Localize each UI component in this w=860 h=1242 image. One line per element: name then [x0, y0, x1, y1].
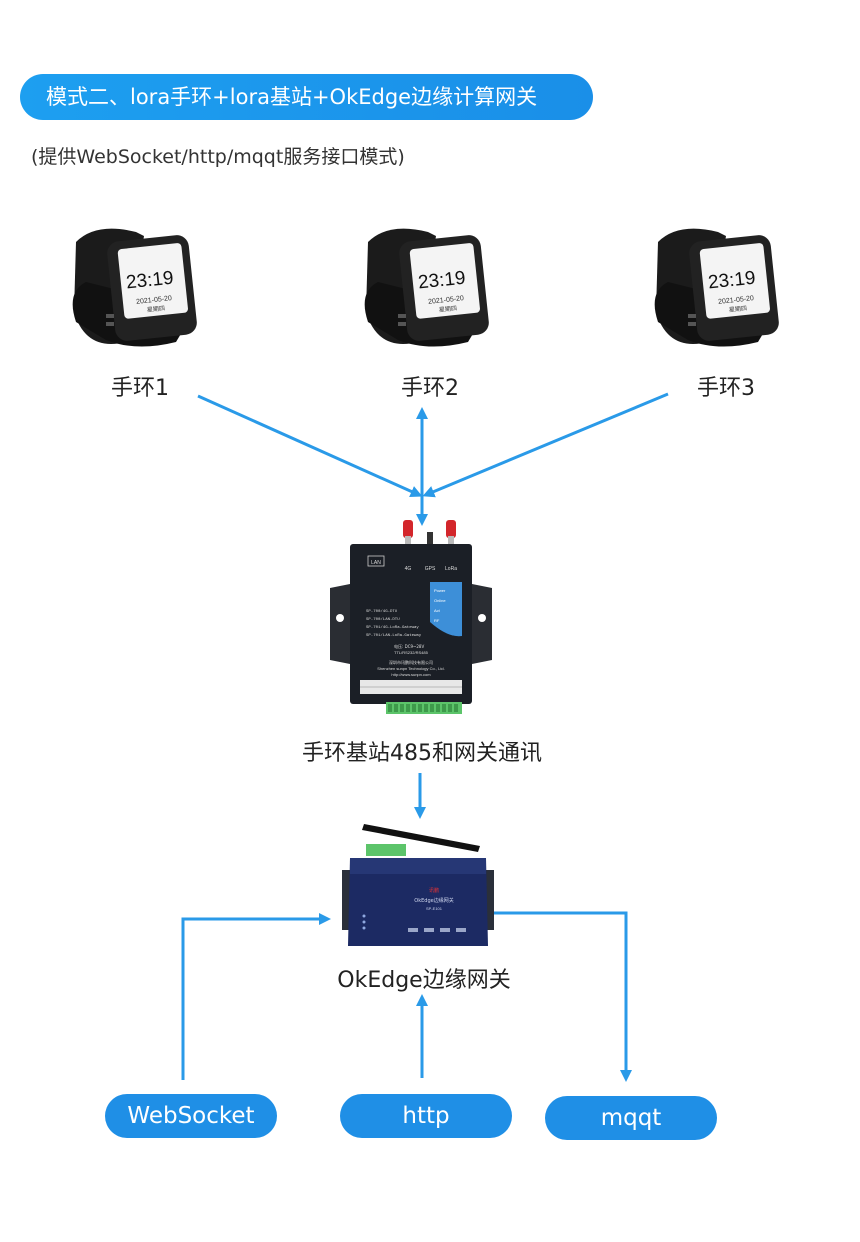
- wristband-3-image: 23:19 2021-05-20 星期四: [654, 228, 779, 347]
- svg-text:OkEdge边缘网关: OkEdge边缘网关: [414, 897, 453, 904]
- wristband-3-label: 手环3: [697, 376, 755, 401]
- arrow-wristband1-to-base: [197, 394, 423, 498]
- svg-text:Act: Act: [434, 608, 441, 613]
- watch-weekday: 星期四: [439, 304, 458, 314]
- base-station-image: LAN 4G GPS LoRa Power Online Act RF SP-7…: [330, 520, 492, 714]
- watch-date: 2021-05-20: [718, 295, 754, 306]
- watch-time: 23:19: [707, 268, 756, 294]
- svg-text:SP-700/LAN-DTU: SP-700/LAN-DTU: [366, 617, 400, 622]
- svg-text:SP-701/LAN-LoRa-Gateway: SP-701/LAN-LoRa-Gateway: [366, 633, 422, 638]
- watch-date: 2021-05-20: [136, 295, 172, 306]
- mode-banner: 模式二、lora手环+lora基站+OkEdge边缘计算网关: [20, 74, 593, 120]
- arrow-wristband3-to-base: [422, 392, 669, 498]
- svg-text:电压: DC9~28V: 电压: DC9~28V: [394, 643, 424, 649]
- base-station-label: 手环基站485和网关通讯: [302, 741, 542, 766]
- svg-text:Online: Online: [434, 598, 446, 603]
- websocket-pill: WebSocket: [105, 1094, 277, 1138]
- gateway-image: 讯鹏 OkEdge边缘网关 SP-E101: [342, 824, 494, 946]
- svg-text:Power: Power: [434, 588, 446, 593]
- wristband-1-label: 手环1: [111, 376, 169, 401]
- subtitle: (提供WebSocket/http/mqqt服务接口模式): [31, 146, 405, 168]
- arrow-gateway-to-mqqt: [488, 911, 632, 1082]
- watch-time: 23:19: [417, 268, 466, 294]
- wristband-1-image: 23:19 2021-05-20 星期四: [72, 228, 197, 347]
- http-pill: http: [340, 1094, 512, 1138]
- svg-text:讯鹏: 讯鹏: [429, 887, 439, 894]
- svg-text:SP-701/4G-LoRa-Gateway: SP-701/4G-LoRa-Gateway: [366, 625, 419, 630]
- svg-text:TTL/RS232/RS485: TTL/RS232/RS485: [394, 650, 429, 655]
- svg-text:SP-E101: SP-E101: [426, 906, 443, 911]
- svg-text:RF: RF: [434, 618, 440, 623]
- svg-text:Shenzhen sunpn Technology Co.,: Shenzhen sunpn Technology Co., Ltd.: [377, 666, 445, 671]
- watch-weekday: 星期四: [729, 304, 748, 314]
- svg-text:LAN: LAN: [371, 560, 381, 566]
- wristband-2-image: 23:19 2021-05-20 星期四: [364, 228, 489, 347]
- svg-text:LoRa: LoRa: [445, 566, 457, 572]
- gateway-label: OkEdge边缘网关: [337, 968, 511, 993]
- svg-text:深圳市讯鹏科技有限公司: 深圳市讯鹏科技有限公司: [389, 659, 433, 665]
- arrow-websocket-to-gateway: [181, 913, 331, 1080]
- watch-weekday: 星期四: [147, 304, 166, 314]
- watch-date: 2021-05-20: [428, 295, 464, 306]
- wristband-2-label: 手环2: [401, 376, 459, 401]
- watch-time: 23:19: [125, 268, 174, 294]
- svg-text:4G: 4G: [405, 566, 412, 572]
- mqqt-pill: mqqt: [545, 1096, 717, 1140]
- svg-text:GPS: GPS: [425, 566, 436, 572]
- svg-text:http://www.sunpn.com: http://www.sunpn.com: [391, 672, 431, 677]
- svg-text:SP-700/4G-DTU: SP-700/4G-DTU: [366, 609, 398, 614]
